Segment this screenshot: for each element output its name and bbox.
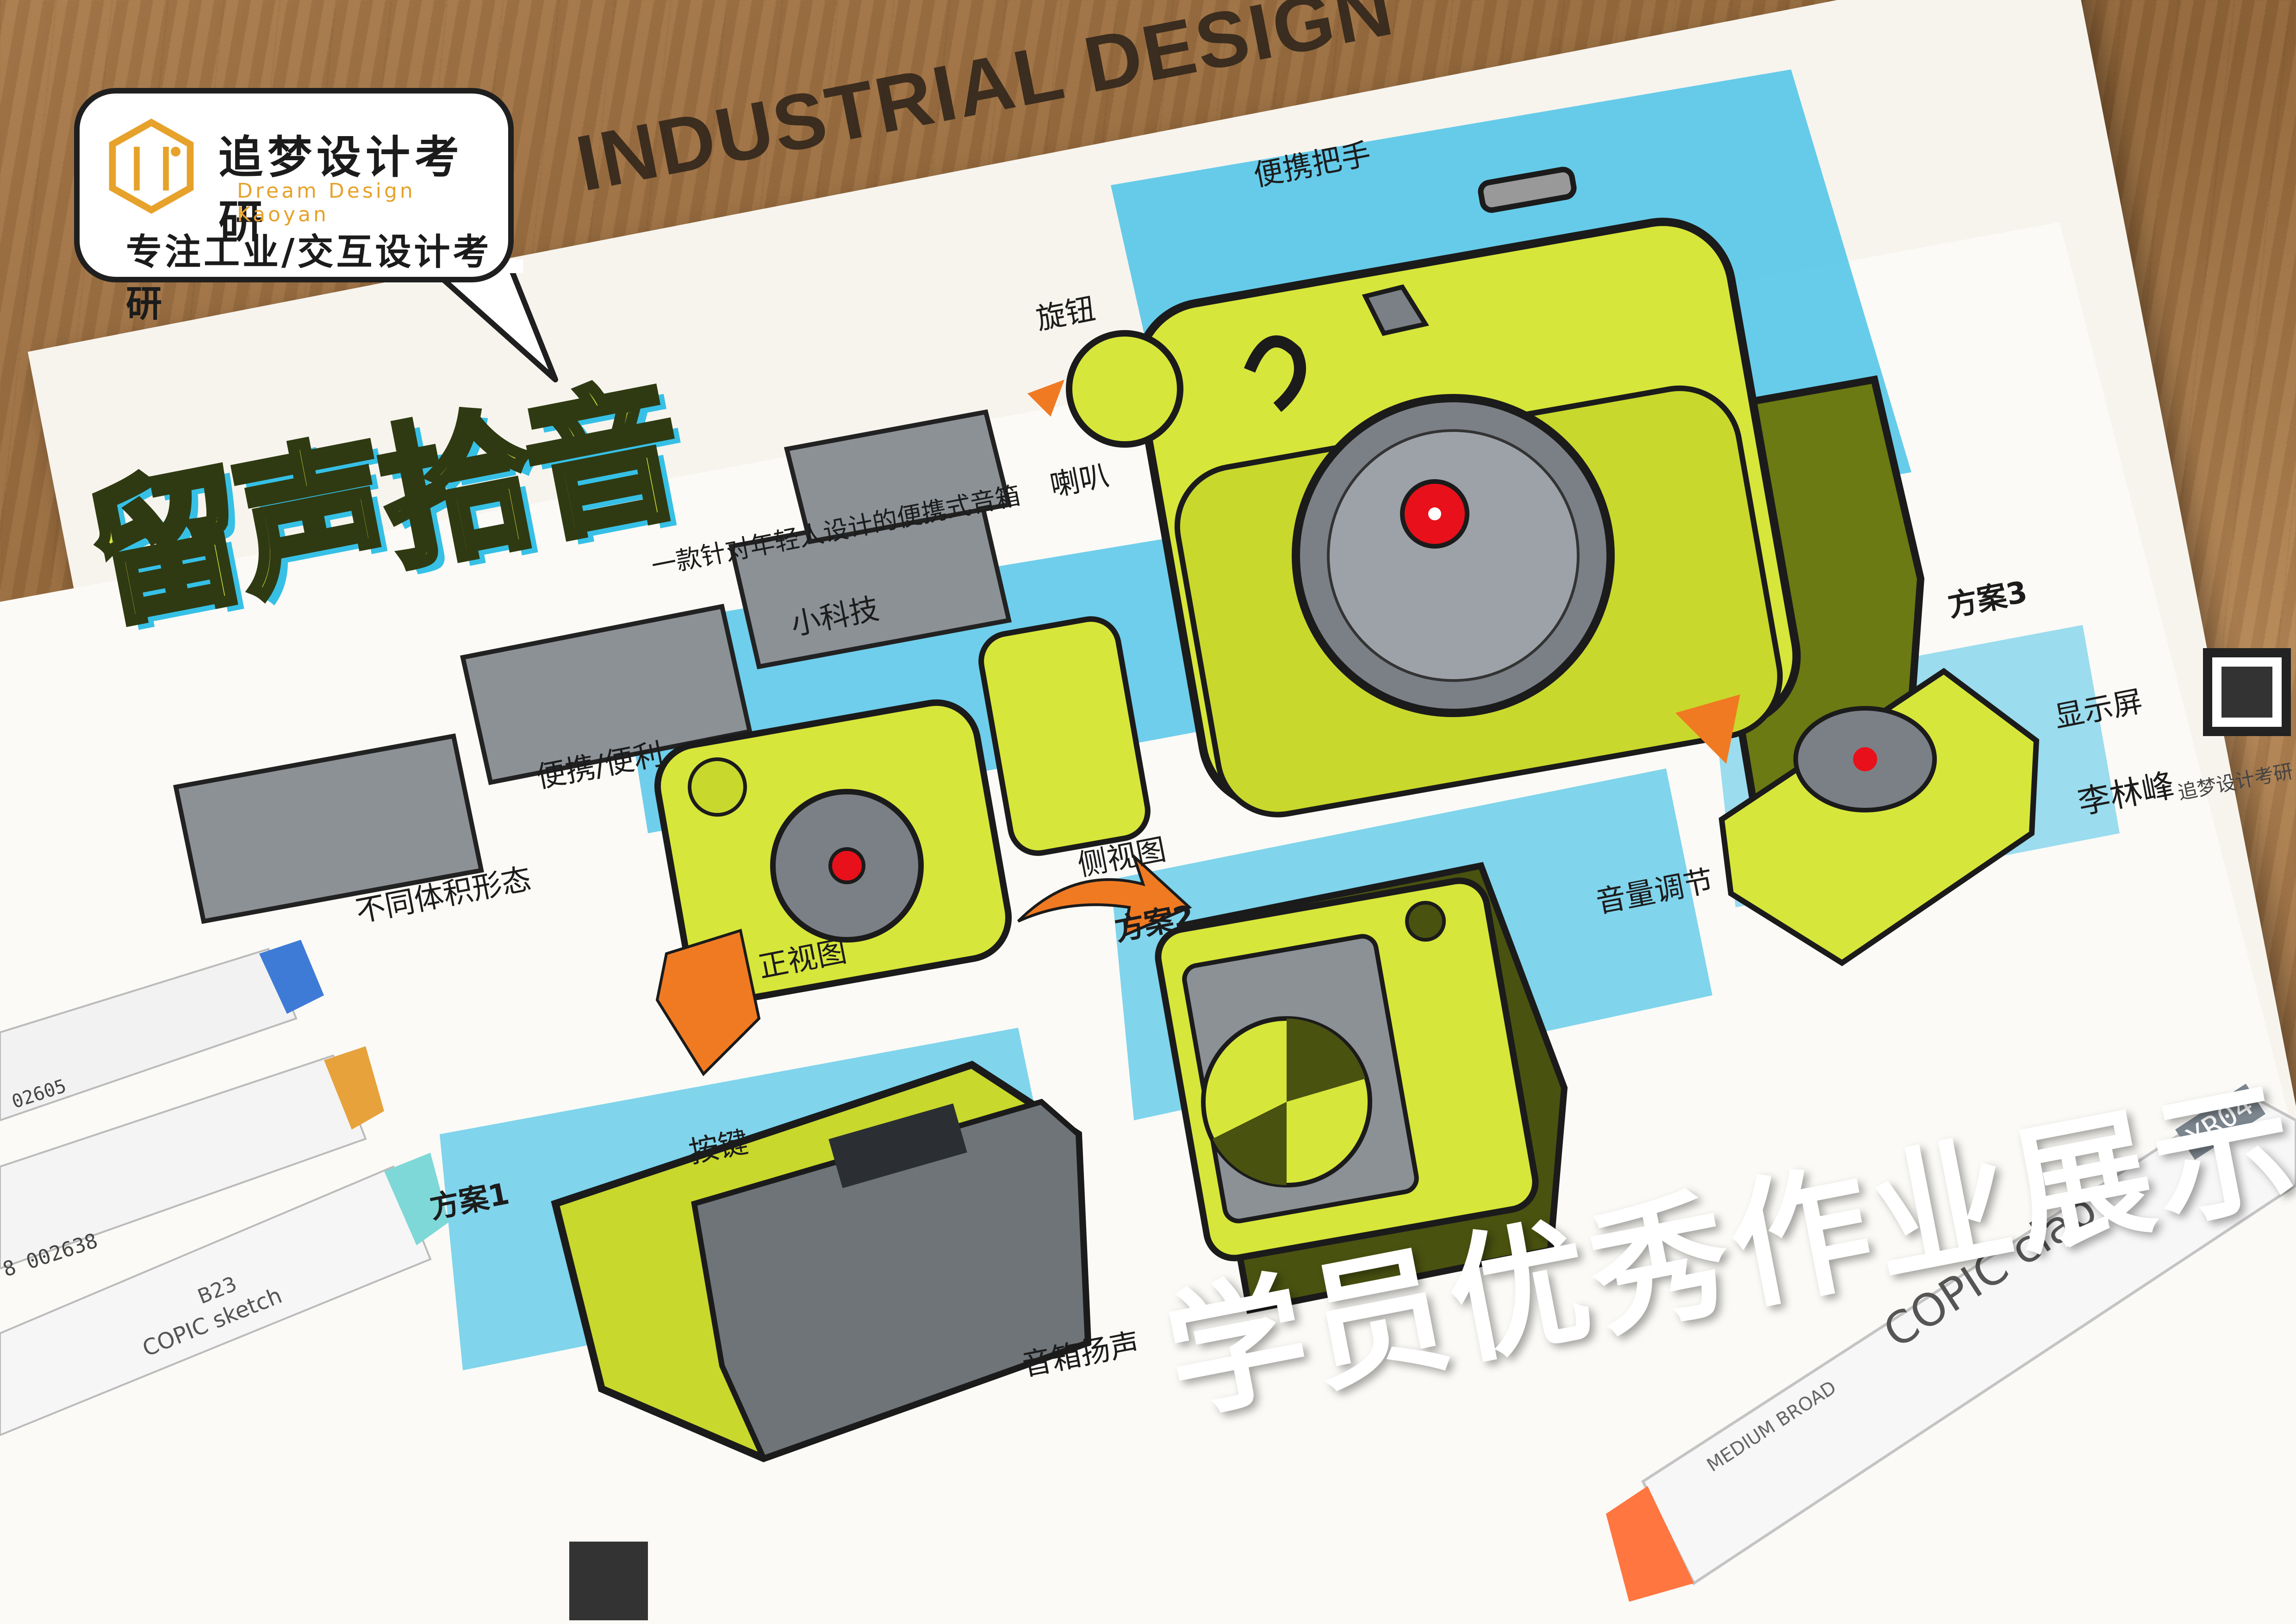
orange-arrow-1 [1027,380,1064,417]
logo-speech-bubble: 追梦设计考研 Dream Design Kaoyan 专注工业/交互设计考研 [74,88,514,325]
orange-arrow-4 [1675,694,1740,764]
brand-name: 追梦设计考研 [218,131,464,248]
orange-arrow-2 [655,929,761,1076]
copic-marker-teal [0,1153,449,1437]
radio-sketch [1155,862,1568,1314]
orange-arrow-3 [1017,851,1192,937]
brand-slogan: 专注工业/交互设计考研 [126,231,492,325]
grey-panel-2 [460,604,753,785]
main-speaker-sketch [1066,167,1925,837]
brand-name-en: Dream Design Kaoyan [237,179,416,226]
copic-marker-orange [0,1046,384,1270]
box-speaker-sketch [551,1061,1092,1462]
brand-logo-icon [109,119,194,214]
qr-code-bottom [569,1542,648,1620]
copic-marker-blue [0,940,324,1122]
small-speaker-front [654,699,1012,1005]
right-box-sketch [1718,668,2040,967]
small-speaker-side [978,616,1151,856]
copic-ciao-marker [1606,1091,2296,1602]
grey-panel-1 [173,733,484,924]
grey-panel-4 [784,409,1012,544]
